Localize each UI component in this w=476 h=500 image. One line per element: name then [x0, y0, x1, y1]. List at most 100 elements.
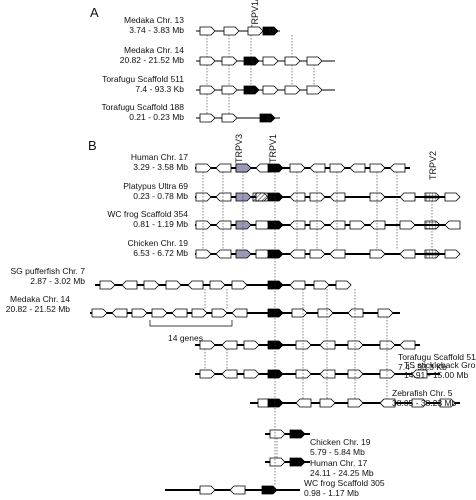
track-range: 20.82 - 21.52 Mb: [120, 55, 185, 65]
gene-arrow: [151, 308, 168, 318]
gene-arrow: [329, 220, 346, 230]
track-range: 38.05 - 38.23 Mb: [392, 398, 457, 408]
gene-arrow: [411, 369, 428, 379]
gene-arrow: [306, 85, 323, 95]
gene-arrow: [389, 163, 406, 173]
gene-arrow: [221, 56, 238, 66]
trpv1-gene-arrow: [267, 369, 284, 379]
gene-arrow: [377, 308, 394, 318]
trpv1-gene-arrow: [267, 340, 284, 350]
track-name: TS stickleback Group 7: [404, 360, 476, 370]
track-name: Torafugu Scaffold 511: [102, 74, 184, 84]
track-name: Medaka Chr. 14: [10, 294, 70, 304]
track-name: Torafugu Scaffold 511: [398, 352, 476, 362]
gene-arrow: [347, 340, 364, 350]
gene-arrow: [121, 280, 138, 290]
track-name: Human Chr. 17: [131, 152, 188, 162]
gene-arrow: [295, 340, 312, 350]
gene-arrow: [347, 398, 364, 408]
gene-arrow: [349, 220, 366, 230]
panel-a-label: A: [90, 5, 99, 20]
track-name: Platypus Ultra 69: [123, 181, 188, 191]
gene-arrow: [223, 26, 240, 36]
fourteen-genes-bracket: [149, 320, 233, 327]
trpv1-gene-arrow: [267, 280, 284, 290]
gene-arrow: [199, 369, 216, 379]
track-range: 0.98 - 1.17 Mb: [304, 488, 359, 498]
gene-arrow: [195, 163, 212, 173]
gene-arrow: [379, 398, 396, 408]
gene-arrow: [195, 220, 212, 230]
gene-arrow: [289, 163, 306, 173]
gene-arrow: [289, 280, 306, 290]
gene-arrow: [269, 457, 286, 467]
gene-arrow: [243, 369, 260, 379]
gene-arrow: [291, 308, 308, 318]
gene-arrow: [349, 163, 366, 173]
gene-arrow: [195, 192, 212, 202]
gene-arrow: [111, 308, 128, 318]
gene-arrow: [131, 308, 148, 318]
gene-arrow: [199, 56, 216, 66]
orthology-connectors: [149, 35, 433, 486]
gene-arrow: [347, 369, 364, 379]
gene-arrow: [187, 280, 204, 290]
gene-arrow: [369, 220, 386, 230]
trpv1-gene-arrow: [289, 429, 306, 439]
gene-arrow: [329, 192, 346, 202]
trpv1-gene-arrow: [289, 457, 306, 467]
track-range: 0.81 - 1.19 Mb: [133, 219, 188, 229]
gene-arrow: [165, 280, 182, 290]
trpv2-label: TRPV2: [428, 151, 438, 180]
track-range: 3.29 - 3.58 Mb: [133, 162, 188, 172]
gene-arrow: [369, 163, 386, 173]
track-range: 24.11 - 24.25 Mb: [310, 468, 374, 478]
trpv12-label: TRPV1/2: [250, 0, 260, 30]
gene-arrow: [171, 308, 188, 318]
gene-arrow: [229, 485, 246, 495]
trpv1-gene-arrow: [267, 192, 284, 202]
trpv1-gene-arrow: [261, 485, 278, 495]
gene-arrow: [143, 280, 160, 290]
gene-arrow: [289, 220, 306, 230]
gene-arrow: [313, 280, 330, 290]
gene-arrow: [399, 340, 416, 350]
track-name: Medaka Chr. 14: [124, 45, 184, 55]
trpv3-gene-arrow: [235, 163, 252, 173]
gene-arrow: [99, 280, 116, 290]
gene-arrow: [369, 192, 386, 202]
gene-arrow: [444, 249, 461, 259]
trpv2-gene-arrow: [424, 192, 441, 202]
gene-letter: b: [266, 114, 271, 123]
gene-arrow: [399, 220, 416, 230]
trpv3-gene-arrow: [235, 249, 252, 259]
gene-arrow: [269, 429, 286, 439]
trpv-gene-arrow: [262, 26, 279, 36]
trpv-gene-arrow: [243, 56, 260, 66]
trpv2-gene-arrow: [424, 220, 441, 230]
track-range: 20.82 - 21.52 Mb: [6, 304, 71, 314]
gene-arrow: [289, 249, 306, 259]
gene-arrow: [284, 85, 301, 95]
gene-arrow: [379, 340, 396, 350]
gene-arrow: [369, 249, 386, 259]
gene-arrow: [221, 85, 238, 95]
gene-arrow: [199, 85, 216, 95]
gene-arrow: [199, 26, 216, 36]
track-name: Human Chr. 17: [310, 458, 367, 468]
track-name: Chicken Chr. 19: [310, 437, 371, 447]
fourteen-genes-note: 14 genes: [168, 333, 203, 343]
gene-arrow: [439, 398, 456, 408]
gene-arrow: [444, 220, 461, 230]
trpv3-gene-arrow: [235, 220, 252, 230]
panel-b-label: B: [88, 138, 97, 153]
track-range: 6.53 - 6.72 Mb: [133, 248, 188, 258]
gene-arrow: [319, 340, 336, 350]
gene-arrow: [211, 308, 228, 318]
track-name: SG pufferfish Chr. 7: [11, 266, 86, 276]
gene-arrow: [231, 280, 248, 290]
track-range: 7.4 - 93.3 Kb: [135, 84, 184, 94]
trpv1-gene-arrow: [267, 163, 284, 173]
gene-arrow: [319, 369, 336, 379]
